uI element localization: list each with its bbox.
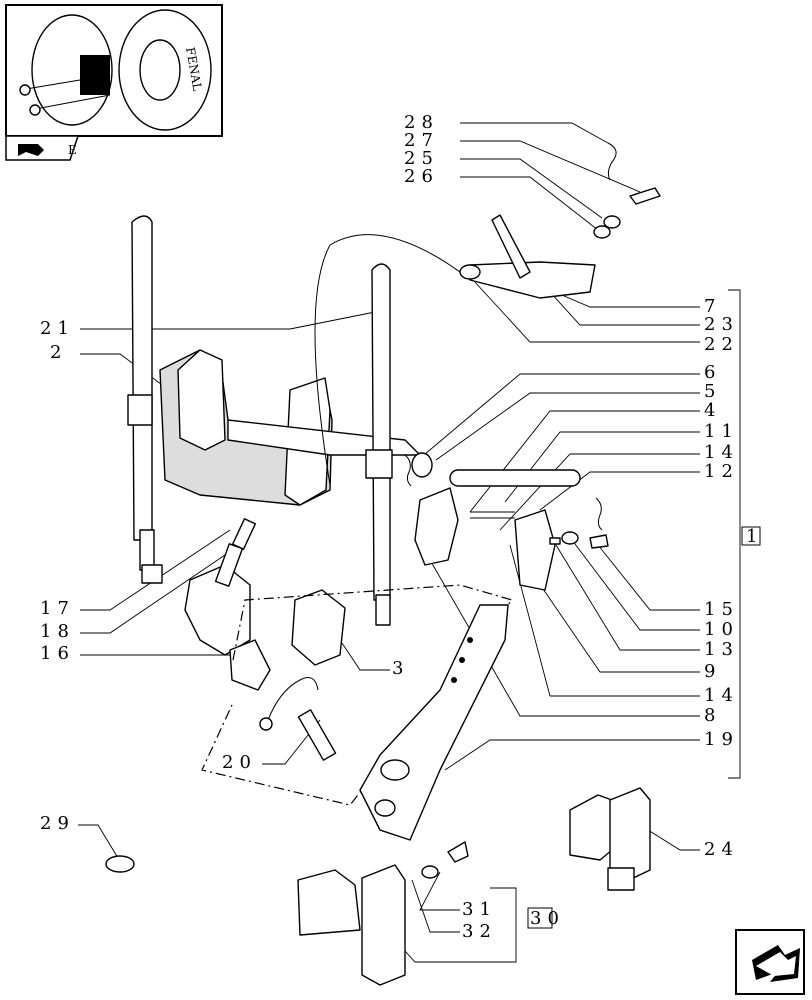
callout-1: 1 xyxy=(746,526,763,547)
control-cable xyxy=(314,234,461,486)
callout-6: 6 xyxy=(704,362,721,383)
thumbnail-frame[interactable]: FENAL xyxy=(5,4,223,137)
callout-12: 12 xyxy=(704,461,739,482)
callout-5: 5 xyxy=(704,381,721,402)
callout-4: 4 xyxy=(704,400,721,421)
lift-rod[interactable] xyxy=(365,263,393,626)
callout-2: 2 xyxy=(50,342,67,363)
callout-20: 20 xyxy=(222,752,257,773)
hitch-section-icon[interactable]: E xyxy=(5,135,80,161)
callout-10: 10 xyxy=(704,619,739,640)
lock-pins[interactable] xyxy=(214,518,257,587)
callout-30-box: 30 xyxy=(527,907,565,929)
retaining-pin-set[interactable] xyxy=(593,142,661,239)
callout-19: 19 xyxy=(704,729,739,750)
callout-3: 3 xyxy=(392,658,409,679)
callout-21: 21 xyxy=(40,318,75,339)
mounting-bracket-right[interactable] xyxy=(569,787,651,891)
chain-pin[interactable] xyxy=(259,677,337,761)
callout-9: 9 xyxy=(704,661,721,682)
callout-labels: 28 27 25 26 7 23 22 21 2 6 5 4 11 14 12 … xyxy=(40,112,763,942)
thumbnail-label: E xyxy=(68,143,77,157)
callout-17: 17 xyxy=(40,598,75,619)
callout-13: 13 xyxy=(704,639,739,660)
hitch-frame-bracket[interactable] xyxy=(159,349,421,506)
callout-14-lower: 14 xyxy=(704,685,739,706)
washer[interactable] xyxy=(105,855,135,873)
callout-27: 27 xyxy=(404,130,439,151)
pickup-hitch-link[interactable] xyxy=(359,604,509,841)
lower-hook-right[interactable] xyxy=(291,589,346,666)
next-page-arrow-icon[interactable] xyxy=(735,929,805,995)
callout-1-box: 1 xyxy=(741,526,763,547)
callout-7: 7 xyxy=(704,296,721,317)
callout-24: 24 xyxy=(704,839,739,860)
callout-11: 11 xyxy=(704,421,739,442)
callout-22: 22 xyxy=(704,334,739,355)
mounting-bracket-lower[interactable] xyxy=(297,841,469,986)
callout-25: 25 xyxy=(404,148,439,169)
callout-30: 30 xyxy=(530,908,565,929)
callout-15: 15 xyxy=(704,599,739,620)
lower-hook-left[interactable] xyxy=(184,564,271,691)
left-stabilizer-rod[interactable] xyxy=(127,215,163,584)
callout-23: 23 xyxy=(704,314,739,335)
callout-14-upper: 14 xyxy=(704,442,739,463)
latch-assembly[interactable] xyxy=(404,452,609,591)
callout-32: 32 xyxy=(462,921,497,942)
callout-31: 31 xyxy=(462,899,497,920)
callout-28: 28 xyxy=(404,112,439,133)
control-lever-handle[interactable] xyxy=(459,214,596,299)
callout-18: 18 xyxy=(40,621,75,642)
callout-8: 8 xyxy=(704,705,721,726)
callout-26: 26 xyxy=(404,166,439,187)
tractor-rear-wheel-thumbnail: FENAL xyxy=(19,9,212,131)
callout-16: 16 xyxy=(40,643,75,664)
pickup-hitch-outline xyxy=(201,584,514,806)
callout-29: 29 xyxy=(40,813,75,834)
